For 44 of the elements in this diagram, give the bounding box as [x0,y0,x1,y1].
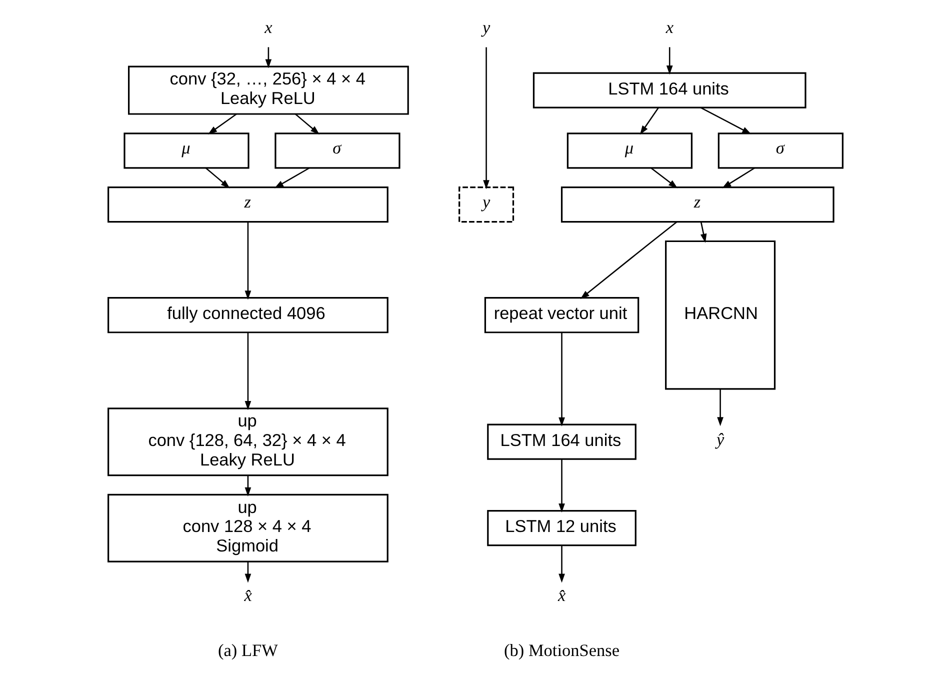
node-box: fully connected 4096 [107,297,388,334]
node-box: μ [566,132,692,169]
node-box: LSTM 164 units [486,424,636,460]
node-box: repeat vector unit [484,297,639,334]
arrow [722,168,754,188]
arrow [244,476,251,496]
label: (b) MotionSense [504,641,620,660]
arrow [264,47,272,68]
node-box: HARCNN [664,240,776,390]
arrow [558,332,564,426]
node-box: conv {32, …, 256} × 4 × 4 Leaky ReLU [128,66,408,115]
arrow [558,459,564,513]
arrow [716,389,723,426]
node-box: up conv {128, 64, 32} × 4 × 4 Leaky ReLU [107,408,388,476]
label: (a) LFW [218,641,278,660]
node-text: ŷ [716,430,724,449]
node-box: σ [274,132,400,169]
node-box: z [107,186,388,223]
node-box: LSTM 164 units [532,72,806,108]
arrow [700,107,751,134]
node-box: up conv 128 × 4 × 4 Sigmoid [107,494,388,562]
node-text: x [264,18,272,37]
arrow [274,168,309,188]
arrow [244,562,251,583]
arrow [666,47,672,75]
node-box: σ [717,132,843,169]
node-box: μ [123,132,249,169]
node-box: y [458,186,514,223]
node-text: x [665,18,674,37]
arrow [244,222,251,300]
arrow [558,546,564,583]
arrow [244,332,251,410]
node-box: z [560,186,834,223]
arrow [205,168,230,188]
arrow [650,168,678,188]
arrow [294,114,320,134]
node-text: y [482,18,490,37]
arrow [580,221,677,300]
arrow [639,107,659,135]
node-box: LSTM 12 units [486,510,636,546]
arrow [700,222,706,243]
arrow [482,47,489,190]
node-text: x̂ [244,586,252,606]
node-text: x̂ [557,586,566,606]
